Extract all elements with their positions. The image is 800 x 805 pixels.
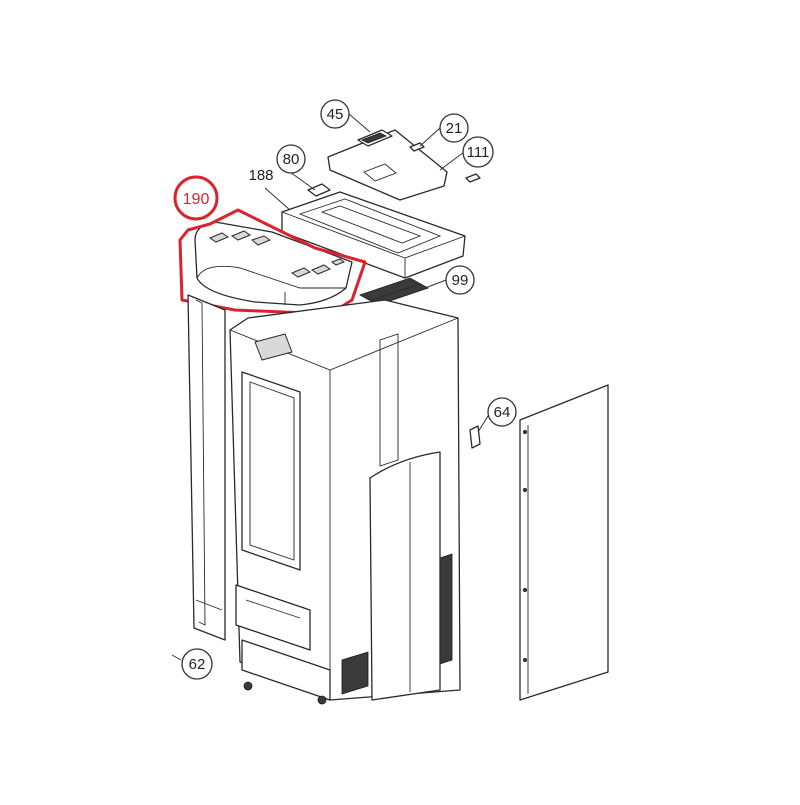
callout-188: 188	[248, 167, 273, 184]
callout-leaders	[171, 113, 489, 661]
callout-45-label: 45	[327, 106, 344, 123]
front-door-panel	[341, 451, 441, 701]
callout-45: 45	[320, 99, 350, 129]
right-side-panel	[519, 384, 609, 701]
grille-99	[359, 277, 429, 306]
callout-188-label: 188	[248, 167, 273, 184]
clip-21-lower	[465, 173, 481, 183]
callout-62-label: 62	[189, 656, 206, 673]
bracket-64	[469, 425, 481, 449]
callout-62: 62	[181, 648, 213, 680]
callout-21: 21	[439, 113, 469, 143]
callout-80: 80	[276, 144, 306, 174]
callout-64: 64	[487, 397, 517, 427]
clip-80	[307, 183, 331, 197]
bracket-45	[357, 129, 393, 147]
callout-190-label: 190	[183, 191, 210, 208]
callout-190: 190	[173, 175, 219, 221]
callout-111: 111	[462, 136, 494, 168]
callout-64-label: 64	[494, 404, 511, 421]
callout-99: 99	[445, 265, 475, 295]
callout-99-label: 99	[452, 272, 469, 289]
left-side-panel	[187, 294, 226, 641]
top-cover-plate	[327, 129, 448, 201]
callout-21-label: 21	[446, 120, 463, 137]
callout-80-label: 80	[283, 151, 300, 168]
callout-111-label: 111	[467, 144, 490, 161]
